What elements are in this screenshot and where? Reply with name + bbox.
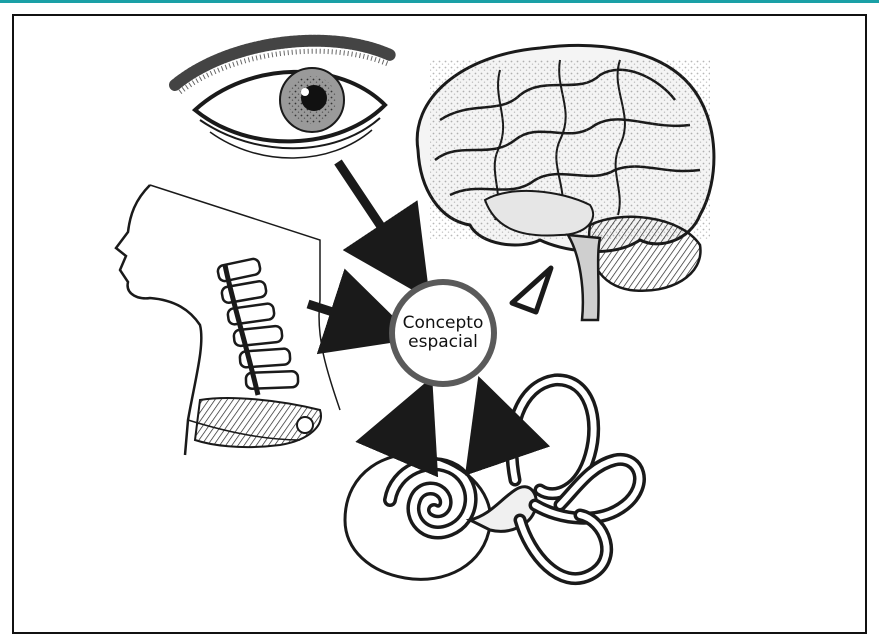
brain-icon [417,45,714,320]
center-label-line2: espacial [408,333,478,352]
eye-icon [175,41,390,158]
center-label: Concepto espacial [390,295,496,371]
arrow-eye-to-center [338,162,410,270]
arrow-center-to-brain [512,268,551,312]
arrow-ear-right-to-center [490,410,502,445]
arrow-ear-left-to-center [403,410,418,445]
neck-spine-icon [116,185,340,455]
center-label-line1: Concepto [403,314,484,333]
